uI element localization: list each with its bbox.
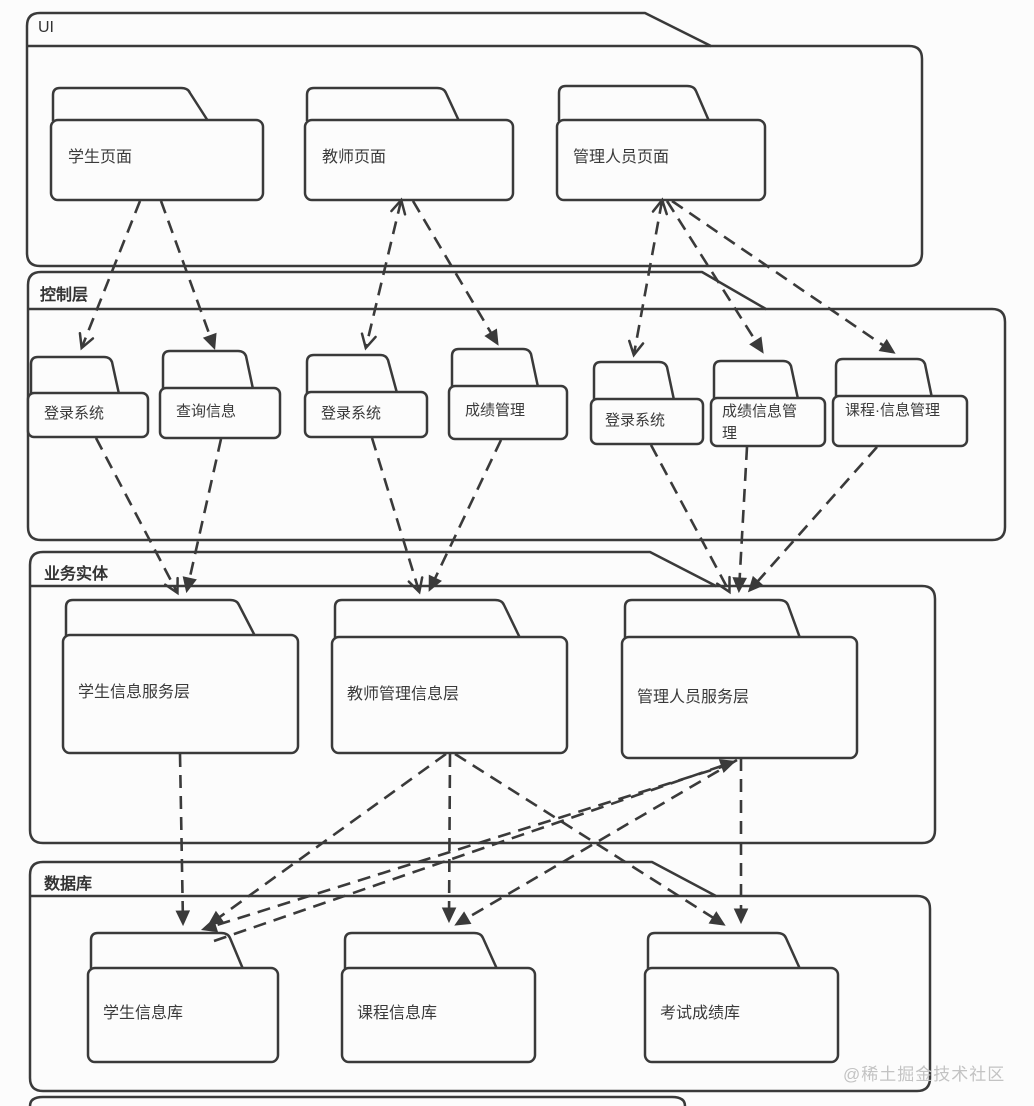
package-login-admin-tab: [592, 360, 676, 401]
package-grade-info-manage-tab: [712, 359, 800, 400]
arrow-admin-service-to-course-db: [454, 758, 738, 926]
arrow-login-to-admin-service: [649, 444, 731, 595]
arrow-admin-page-to-grade-info: [665, 200, 764, 354]
package-query-info-tab: [161, 349, 255, 390]
arrow-grade-info-to-admin-service: [732, 446, 749, 594]
arrow-teacher-service-to-exam-db: [454, 752, 726, 926]
label-query-info: 查询信息: [176, 403, 237, 420]
arrow-teacher-service-to-course-db: [441, 753, 457, 924]
arrow-login-to-teacher-service: [370, 437, 424, 595]
label-course-db: 课程信息库: [357, 1005, 438, 1022]
control-layer-outline: [26, 270, 1007, 542]
package-exam-db-tab: [646, 931, 802, 970]
package-student-page-tab: [51, 86, 210, 122]
package-grade-manage-tab: [450, 347, 540, 388]
arrow-student-page-to-login: [78, 200, 142, 351]
package-student-db-body: [86, 966, 280, 1064]
arrow-teacher-page-to-login: [360, 197, 407, 351]
package-login-admin-body: [589, 397, 705, 446]
next-layer-partial-outline: [28, 1095, 687, 1106]
watermark: @稀土掘金技术社区: [843, 1065, 1006, 1084]
label-teacher-service: 教师管理信息层: [347, 686, 460, 703]
label-admin-service: 管理人员服务层: [637, 689, 750, 706]
arrow-login-to-student-service: [94, 437, 179, 596]
package-login-teacher-body: [303, 390, 429, 439]
package-teacher-service-body: [330, 635, 569, 755]
package-student-page-body: [49, 118, 265, 202]
package-admin-page-tab: [557, 84, 711, 122]
layer-title-ui: UI: [38, 19, 54, 36]
package-course-info-manage-body: [831, 394, 969, 448]
label-exam-db: 考试成绩库: [660, 1005, 741, 1022]
arrow-teacher-service-to-student-db: [207, 752, 447, 926]
label-student-page: 学生页面: [68, 149, 133, 166]
package-teacher-service-tab: [333, 598, 522, 639]
arrow-admin-page-to-login: [628, 197, 668, 358]
package-login-student-body: [26, 391, 150, 439]
package-login-teacher-tab: [305, 353, 399, 394]
label-admin-page: 管理人员页面: [573, 149, 670, 166]
package-grade-manage-body: [447, 384, 569, 441]
ui-layer-outline: [25, 11, 924, 268]
label-grade-info-manage: 成绩信息管理: [722, 403, 798, 442]
package-student-db-tab: [89, 931, 245, 970]
arrow-student-db-to-admin-service: [213, 759, 737, 943]
package-student-service-body: [61, 633, 300, 755]
package-student-service-tab: [64, 598, 257, 637]
label-login-teacher: 登录系统: [321, 405, 382, 422]
arrow-query-to-student-service: [182, 438, 223, 594]
package-exam-db-body: [643, 966, 840, 1064]
business-layer-outline: [28, 550, 937, 845]
arrow-course-info-to-admin-service: [747, 446, 878, 593]
package-course-db-body: [340, 966, 537, 1064]
arrow-student-page-to-query: [159, 200, 217, 350]
arrow-teacher-page-to-grade-manage: [411, 200, 499, 346]
label-grade-manage: 成绩管理: [465, 402, 526, 419]
arrow-student-service-to-student-db: [175, 753, 191, 927]
package-login-student-tab: [29, 355, 121, 395]
label-course-info-manage: 课程·信息管理: [845, 402, 940, 419]
layer-title-business: 业务实体: [44, 566, 109, 583]
package-query-info-body: [158, 386, 282, 440]
package-grade-info-manage-body: [709, 396, 827, 448]
package-course-info-manage-tab: [834, 357, 934, 399]
package-teacher-page-tab: [305, 86, 461, 122]
label-teacher-page: 教师页面: [322, 149, 387, 166]
label-student-db: 学生信息库: [103, 1005, 184, 1022]
label-login-admin: 登录系统: [605, 412, 666, 429]
layer-title-database: 数据库: [44, 876, 93, 893]
database-layer-outline: [28, 860, 932, 1093]
arrow-admin-service-to-student-db: [200, 762, 732, 933]
package-admin-service-tab: [623, 598, 802, 639]
arrow-admin-page-to-course-info: [671, 199, 896, 354]
layer-title-control: 控制层: [40, 287, 89, 304]
package-course-db-tab: [343, 931, 499, 970]
package-admin-service-body: [620, 635, 859, 760]
label-student-service: 学生信息服务层: [78, 684, 191, 701]
package-teacher-page-body: [303, 118, 515, 202]
arrow-grade-manage-to-teacher-service: [428, 439, 503, 592]
label-login-student: 登录系统: [44, 405, 105, 422]
